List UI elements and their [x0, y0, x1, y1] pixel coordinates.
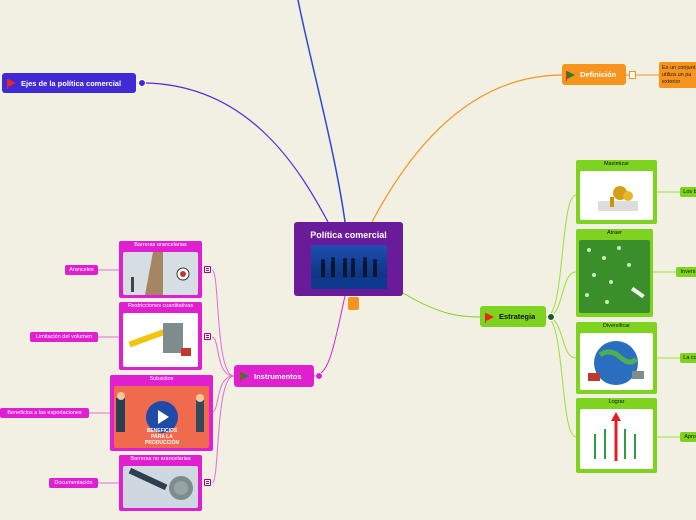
leaf-lograr[interactable]: Apro — [680, 432, 696, 442]
leaf-maximizar[interactable]: Los b — [680, 187, 696, 197]
estrategia-topic[interactable]: Estrategia — [480, 306, 546, 327]
card-title: Lograr — [576, 398, 657, 407]
leaf-documentacion[interactable]: Documentación — [49, 478, 98, 488]
definicion-note-line: exterior — [662, 79, 696, 86]
card-title: Subsidios — [110, 375, 213, 384]
card-subsidios[interactable]: Subsidios BENEFICIOS PARA LA PRODUCCIÓN — [110, 375, 213, 451]
definicion-topic[interactable]: Definición — [562, 64, 626, 85]
coins-image — [580, 171, 653, 220]
definicion-note-line: Es un conjunt — [662, 65, 696, 72]
central-topic-image — [311, 245, 387, 289]
card-barreras-no-arancelarias[interactable]: Barreras no arancelarias — [119, 455, 202, 511]
link-icon[interactable] — [547, 313, 555, 321]
note-icon[interactable] — [629, 71, 636, 79]
card-title: Barreras no arancelarias — [119, 455, 202, 464]
central-topic-title: Política comercial — [310, 230, 387, 240]
card-title: Barreras arancelarias — [119, 241, 202, 250]
note-icon[interactable] — [204, 479, 211, 486]
card-title: Diversificar — [576, 322, 657, 331]
card-title: Atraer — [576, 229, 653, 238]
estrategia-topic-label: Estrategia — [499, 312, 535, 321]
instrumentos-topic-label: Instrumentos — [254, 372, 302, 381]
wall-target-image — [123, 252, 198, 295]
video-caption-line: PRODUCCIÓN — [145, 438, 180, 446]
ejes-topic-label: Ejes de la política comercial — [21, 79, 121, 88]
flag-icon — [486, 313, 494, 321]
note-icon[interactable] — [204, 333, 211, 340]
card-maximizar[interactable]: Maximizar — [576, 160, 657, 224]
definicion-note: Es un conjunt utiliza un pa exterior — [659, 62, 696, 88]
definicion-topic-label: Definición — [580, 70, 616, 79]
ejes-topic[interactable]: Ejes de la política comercial — [2, 73, 136, 93]
arrows-image — [580, 409, 653, 469]
card-atraer[interactable]: Atraer — [576, 229, 653, 317]
central-collapse-toggle[interactable] — [348, 297, 359, 310]
link-icon[interactable] — [138, 79, 146, 87]
card-title: Restricciones cuantitativas — [119, 302, 202, 311]
money-rain-image — [579, 240, 650, 313]
flag-icon — [8, 79, 16, 87]
card-barreras-arancelarias[interactable]: Barreras arancelarias — [119, 241, 202, 298]
globe-trade-image — [580, 333, 653, 390]
card-restricciones-cuantitativas[interactable]: Restricciones cuantitativas — [119, 302, 202, 370]
leaf-limitacion-volumen[interactable]: Limitación del volumen — [30, 332, 98, 342]
business-people-image — [311, 245, 387, 289]
barrier-image — [123, 313, 198, 367]
leaf-atraer[interactable]: Invers — [676, 267, 696, 277]
link-icon[interactable] — [315, 372, 323, 380]
leaf-aranceles[interactable]: Aranceles — [65, 265, 98, 275]
flag-icon — [241, 372, 249, 380]
leaf-beneficios-exportaciones[interactable]: Beneficios a las exportaciones — [0, 408, 89, 418]
card-lograr[interactable]: Lograr — [576, 398, 657, 473]
central-topic[interactable]: Política comercial — [294, 222, 403, 296]
flag-icon — [567, 71, 575, 79]
card-title: Maximizar — [576, 160, 657, 169]
card-diversificar[interactable]: Diversificar — [576, 322, 657, 394]
definicion-note-line: utiliza un pa — [662, 72, 696, 79]
note-icon[interactable] — [204, 266, 211, 273]
subsidios-video-thumbnail[interactable]: BENEFICIOS PARA LA PRODUCCIÓN — [114, 386, 209, 448]
documents-image — [123, 466, 198, 508]
leaf-diversificar[interactable]: La co — [680, 353, 696, 363]
instrumentos-topic[interactable]: Instrumentos — [234, 365, 314, 387]
